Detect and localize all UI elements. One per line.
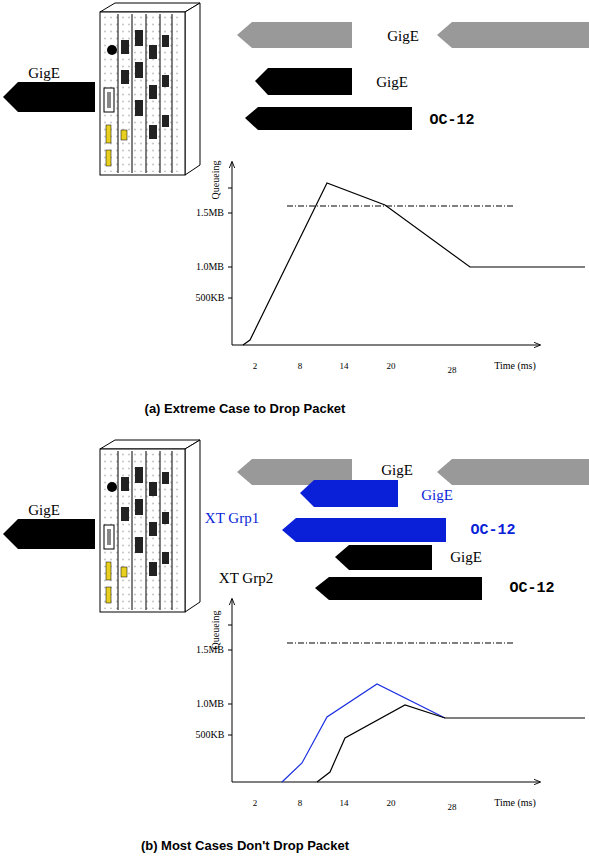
tick-label: 8 bbox=[298, 362, 303, 371]
axis-title: Queueing bbox=[211, 611, 221, 650]
tick-label: 2 bbox=[253, 362, 258, 371]
link-label: GigE bbox=[376, 75, 408, 90]
group-label: XT Grp1 bbox=[205, 511, 259, 526]
tick-label: 1.0MB bbox=[196, 262, 224, 272]
link-label: GigE bbox=[450, 550, 482, 565]
tick-label: 500KB bbox=[196, 730, 225, 740]
tick-label: 1.5MB bbox=[196, 645, 224, 655]
link-label: OC-12 bbox=[470, 523, 515, 538]
tick-label: 28 bbox=[448, 366, 457, 375]
caption: (a) Extreme Case to Drop Packet bbox=[145, 402, 346, 415]
link-label: GigE bbox=[387, 29, 419, 44]
tick-label: 14 bbox=[340, 799, 349, 808]
link-label: OC-12 bbox=[429, 113, 474, 128]
axis-title: Time (ms) bbox=[494, 361, 536, 371]
tick-label: 1.5MB bbox=[196, 208, 224, 218]
tick-label: 500KB bbox=[196, 293, 225, 303]
tick-label: 28 bbox=[448, 803, 457, 812]
axis-title: Time (ms) bbox=[494, 798, 536, 808]
link-label: OC-12 bbox=[509, 581, 554, 596]
link-label: GigE bbox=[421, 488, 453, 503]
caption: (b) Most Cases Don't Drop Packet bbox=[141, 839, 349, 852]
axis-title: Queueing bbox=[211, 161, 221, 200]
tick-label: 8 bbox=[298, 799, 303, 808]
tick-label: 20 bbox=[387, 799, 396, 808]
link-label: GigE bbox=[28, 503, 60, 518]
tick-label: 14 bbox=[340, 362, 349, 371]
group-label: XT Grp2 bbox=[219, 571, 273, 586]
link-label: GigE bbox=[28, 66, 60, 81]
tick-label: 1.0MB bbox=[196, 699, 224, 709]
tick-label: 20 bbox=[387, 362, 396, 371]
tick-label: 2 bbox=[253, 799, 258, 808]
link-label: GigE bbox=[381, 463, 413, 478]
